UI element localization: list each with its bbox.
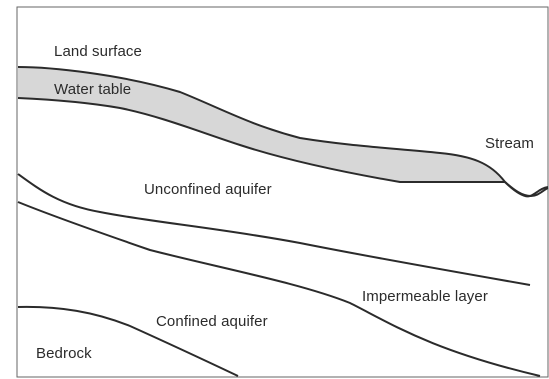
unconfined-aquifer-base-line (18, 174, 530, 285)
land-surface-label: Land surface (54, 44, 142, 59)
confined-aquifer-label: Confined aquifer (156, 314, 268, 329)
stream-label: Stream (485, 136, 534, 151)
bedrock-label: Bedrock (36, 346, 92, 361)
diagram-frame (17, 7, 548, 377)
unconfined-aquifer-label: Unconfined aquifer (144, 182, 272, 197)
impermeable-layer-label: Impermeable layer (362, 289, 488, 304)
water-table-label: Water table (54, 82, 131, 97)
